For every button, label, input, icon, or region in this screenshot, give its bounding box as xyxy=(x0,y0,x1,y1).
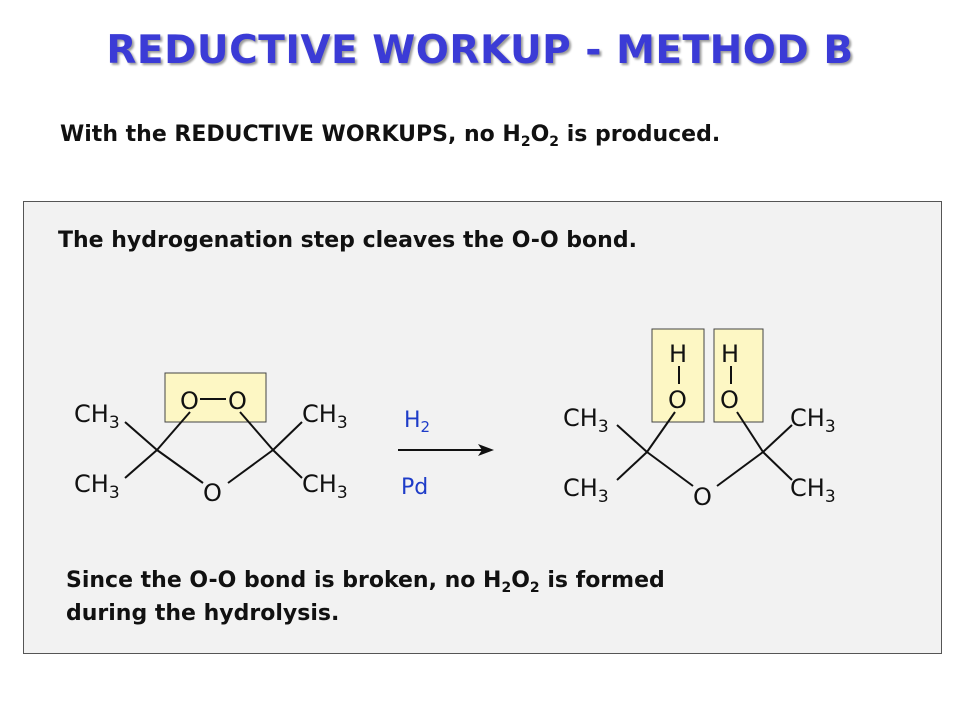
subtitle-text-mid: O xyxy=(530,122,550,147)
conclusion-sub-1: 2 xyxy=(501,580,512,596)
bond-me-tr xyxy=(272,421,303,451)
bond-c-o-left xyxy=(156,411,191,451)
product-molecule: H O H O O CH3 CH3 CH3 CH3 xyxy=(563,328,836,511)
product-methyl-br: CH3 xyxy=(790,474,836,507)
conclusion-sub-2: 2 xyxy=(529,580,540,596)
bond-c-o-right xyxy=(239,411,274,451)
bond-c-ring-o-left xyxy=(156,449,204,484)
conclusion-note: Since the O-O bond is broken, no H2O2 is… xyxy=(66,564,665,630)
reactant-methyl-br: CH3 xyxy=(302,470,348,503)
p-bond-me-bl xyxy=(616,451,648,481)
bond-ring-o-c-right xyxy=(227,449,274,484)
subtitle-sub-1: 2 xyxy=(520,134,531,150)
product-o-left: O xyxy=(668,386,687,414)
product-o-right: O xyxy=(720,386,739,414)
reactant-methyl-tl: CH3 xyxy=(74,400,120,433)
reaction-arrow-group: H2 Pd xyxy=(398,408,494,500)
reagent-h2: H2 xyxy=(404,408,430,436)
reactant-o-right: O xyxy=(228,387,247,415)
product-methyl-tr: CH3 xyxy=(790,404,836,437)
conclusion-text-post: is formed xyxy=(539,568,665,593)
bond-me-tl xyxy=(124,421,158,451)
slide-title: REDUCTIVE WORKUP - METHOD B xyxy=(106,28,854,73)
reagent-pd: Pd xyxy=(401,475,428,500)
p-bond-c-o-left xyxy=(646,411,676,453)
reactant-methyl-bl: CH3 xyxy=(74,470,120,503)
p-bond-c-ring-o-left xyxy=(646,451,694,487)
conclusion-text-mid: O xyxy=(511,568,530,593)
product-ring-o: O xyxy=(693,483,712,511)
p-bond-c-o-right xyxy=(736,411,764,453)
p-bond-me-tl xyxy=(616,424,648,453)
product-methyl-bl: CH3 xyxy=(563,474,609,507)
arrow-head-icon xyxy=(478,444,494,456)
p-bond-me-br xyxy=(762,451,793,481)
product-methyl-tl: CH3 xyxy=(563,404,609,437)
reactant-ring-o: O xyxy=(203,479,222,507)
hydroxyl-highlight-right xyxy=(713,328,764,423)
reactant-molecule: O O O CH3 CH3 CH3 CH3 xyxy=(74,372,348,507)
bond-me-br xyxy=(272,449,303,479)
hydrogenation-note: The hydrogenation step cleaves the O-O b… xyxy=(58,228,637,253)
subtitle-text-pre: With the REDUCTIVE WORKUPS, no H xyxy=(60,122,521,147)
subtitle: With the REDUCTIVE WORKUPS, no H2O2 is p… xyxy=(60,122,721,150)
p-bond-me-tr xyxy=(762,424,793,453)
subtitle-text-post: is produced. xyxy=(559,122,721,147)
product-h-left: H xyxy=(669,340,687,368)
conclusion-line-2: during the hydrolysis. xyxy=(66,601,340,626)
reactant-o-left: O xyxy=(180,387,199,415)
subtitle-sub-2: 2 xyxy=(549,134,560,150)
reactant-methyl-tr: CH3 xyxy=(302,400,348,433)
conclusion-text-pre: Since the O-O bond is broken, no H xyxy=(66,568,502,593)
peroxide-highlight-box xyxy=(164,372,267,423)
bond-me-bl xyxy=(124,449,158,479)
product-h-right: H xyxy=(721,340,739,368)
p-bond-ring-o-c-right xyxy=(716,451,764,487)
